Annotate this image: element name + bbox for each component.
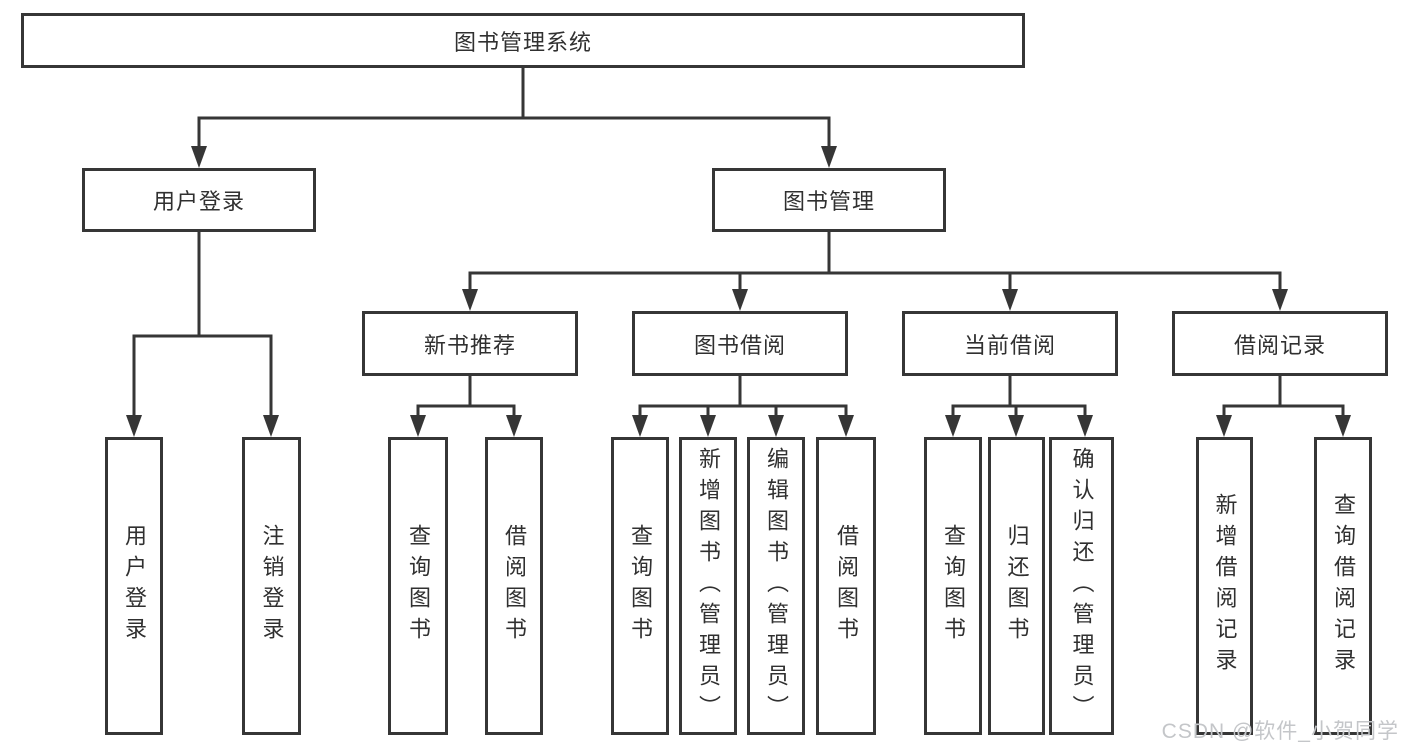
node-root: 图书管理系统 [21, 13, 1025, 68]
leaf-user-login-label: 用户登录 [122, 524, 147, 648]
watermark: CSDN @软件_小贺同学 [1161, 720, 1399, 743]
node-borrow-record: 借阅记录 [1172, 311, 1388, 376]
leaf-borrow-edit-admin: 编辑图书（管理员） [747, 437, 805, 735]
leaf-newbook-borrow: 借阅图书 [485, 437, 543, 735]
leaf-borrow-add-admin-label: 新增图书（管理员） [696, 446, 721, 726]
leaf-record-query-label: 查询借阅记录 [1331, 493, 1356, 679]
node-new-book-recommend: 新书推荐 [362, 311, 578, 376]
leaf-newbook-borrow-label: 借阅图书 [502, 524, 527, 648]
leaf-record-add: 新增借阅记录 [1196, 437, 1253, 735]
leaf-current-confirm-admin: 确认归还（管理员） [1049, 437, 1114, 735]
leaf-current-return-label: 归还图书 [1004, 524, 1030, 648]
leaf-newbook-query: 查询图书 [388, 437, 448, 735]
leaf-newbook-query-label: 查询图书 [406, 524, 431, 648]
leaf-current-return: 归还图书 [988, 437, 1045, 735]
leaf-borrow-add-admin: 新增图书（管理员） [679, 437, 737, 735]
node-user-login: 用户登录 [82, 168, 316, 232]
node-book-borrow: 图书借阅 [632, 311, 848, 376]
node-current-borrow: 当前借阅 [902, 311, 1118, 376]
leaf-logout-label: 注销登录 [259, 524, 285, 648]
leaf-borrow-query-label: 查询图书 [628, 524, 653, 648]
leaf-borrow-edit-admin-label: 编辑图书（管理员） [764, 446, 789, 726]
leaf-logout: 注销登录 [242, 437, 301, 735]
node-book-management: 图书管理 [712, 168, 946, 232]
leaf-borrow-book: 借阅图书 [816, 437, 876, 735]
leaf-borrow-book-label: 借阅图书 [834, 524, 859, 648]
leaf-current-confirm-admin-label: 确认归还（管理员） [1069, 446, 1095, 726]
leaf-user-login: 用户登录 [105, 437, 163, 735]
leaf-record-add-label: 新增借阅记录 [1212, 493, 1238, 679]
leaf-current-query: 查询图书 [924, 437, 982, 735]
leaf-current-query-label: 查询图书 [941, 524, 966, 648]
leaf-record-query: 查询借阅记录 [1314, 437, 1372, 735]
leaf-borrow-query: 查询图书 [611, 437, 669, 735]
